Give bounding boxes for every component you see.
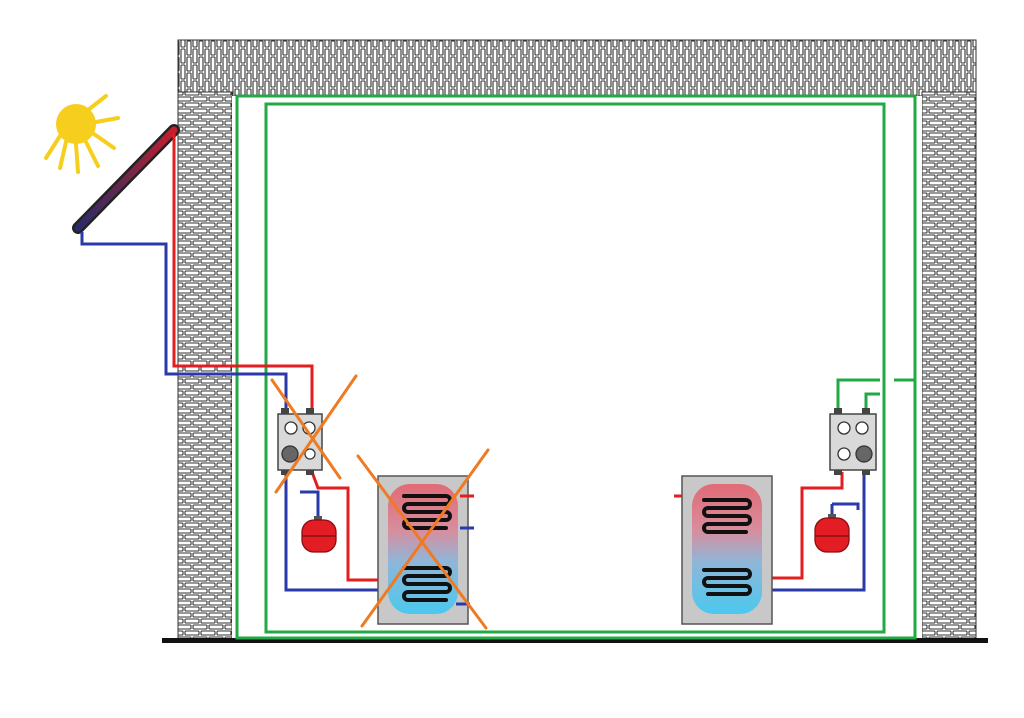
roof-wall (177, 39, 977, 97)
right-wall (921, 91, 977, 641)
left-expansion-vessel (301, 516, 337, 553)
left-tank-crossout (356, 448, 490, 630)
collector-supply-pipe (172, 134, 380, 582)
right-pump-station (829, 408, 877, 475)
pump-station-icon (829, 413, 877, 471)
right-green-feed (836, 378, 914, 414)
left-storage-tank (377, 475, 474, 625)
sun-icon (44, 94, 120, 174)
building-walls (177, 39, 977, 641)
collector-return-pipe (80, 232, 380, 592)
ground-line (162, 638, 988, 643)
solar-collector-icon (72, 124, 180, 234)
interior (232, 96, 922, 640)
left-pump-crossout (270, 374, 358, 494)
right-storage-tank (681, 475, 773, 625)
right-expansion-vessel (814, 514, 850, 553)
cross-out-icon (270, 378, 342, 480)
expansion-vessel-icon (814, 517, 850, 553)
green-loop-inner (264, 102, 886, 634)
